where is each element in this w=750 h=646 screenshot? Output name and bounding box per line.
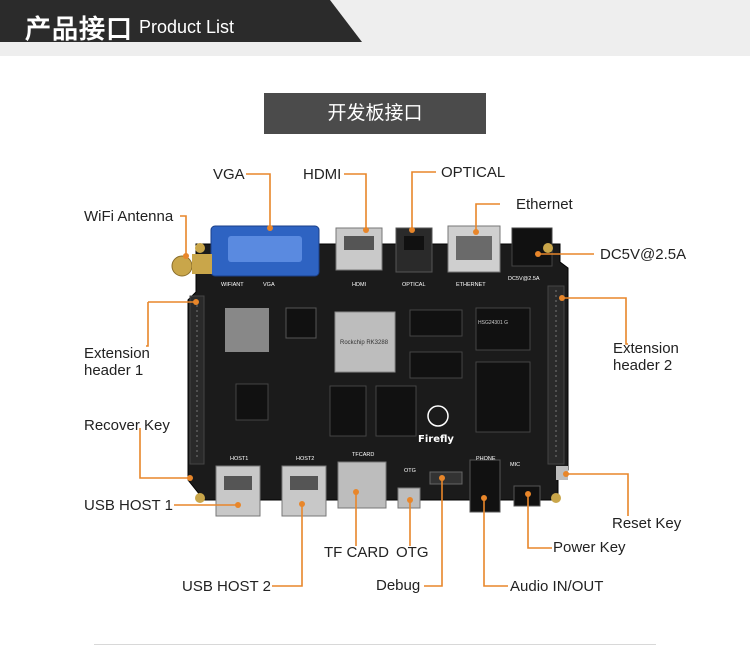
leader-reset bbox=[566, 473, 629, 516]
leader-ext1 bbox=[146, 302, 149, 347]
silk-dc: DC5V@2.5A bbox=[508, 276, 540, 282]
leader-optical bbox=[411, 171, 436, 230]
leader-debug bbox=[424, 478, 443, 587]
ram-chip-1 bbox=[409, 309, 463, 337]
ram-chip-2 bbox=[409, 351, 463, 379]
silk-otg: OTG bbox=[404, 468, 416, 474]
label-recover-key: Recover Key bbox=[84, 417, 170, 434]
mount-hole bbox=[195, 493, 205, 503]
pmu-chip bbox=[475, 307, 531, 351]
firefly-logo-icon bbox=[427, 405, 449, 427]
mount-hole bbox=[551, 493, 561, 503]
leader-hdmi bbox=[344, 173, 367, 230]
leader-wifi bbox=[180, 215, 187, 256]
label-wifi-antenna: WiFi Antenna bbox=[84, 208, 174, 225]
label-vga: VGA bbox=[213, 166, 245, 183]
label-dc-power: DC5V@2.5A bbox=[600, 246, 687, 263]
label-reset-key: Reset Key bbox=[612, 515, 682, 532]
chip-small-1 bbox=[285, 307, 317, 339]
silk-host1: HOST1 bbox=[230, 456, 248, 462]
label-debug: Debug bbox=[376, 577, 421, 594]
audio-jack bbox=[469, 459, 501, 513]
silk-ethernet: ETHERNET bbox=[456, 282, 486, 288]
silk-vga: VGA bbox=[263, 282, 275, 288]
leader-ethernet bbox=[475, 203, 500, 232]
emmc-chip bbox=[375, 385, 417, 437]
label-usb-host-1: USB HOST 1 bbox=[84, 497, 173, 514]
silk-hdmi: HDMI bbox=[352, 282, 367, 288]
silk-wifiant: WIFIANT bbox=[221, 282, 244, 288]
header-title-cn: 产品接口 bbox=[25, 15, 134, 45]
chip-left bbox=[235, 383, 269, 421]
debug-header bbox=[429, 471, 463, 485]
header-title-en: Product List bbox=[139, 17, 235, 37]
chip-right bbox=[475, 361, 531, 433]
mount-hole bbox=[543, 243, 553, 253]
section-title: 开发板接口 bbox=[264, 93, 486, 134]
header-bar: 产品接口 Product List bbox=[0, 0, 750, 56]
label-extension-2-line1: Extension bbox=[613, 340, 679, 357]
label-ethernet: Ethernet bbox=[516, 196, 573, 213]
leader-ext2 bbox=[562, 297, 628, 345]
label-extension-1-line2: header 1 bbox=[84, 362, 144, 379]
chip-id-label: HSG24301 G bbox=[478, 320, 508, 326]
leader-power bbox=[527, 494, 552, 549]
silk-tfcard: TFCARD bbox=[352, 452, 374, 458]
mount-hole bbox=[195, 243, 205, 253]
wifi-module bbox=[225, 308, 269, 352]
header-shape bbox=[0, 0, 362, 42]
usb-host-2-port bbox=[281, 465, 327, 517]
leader-recover bbox=[139, 428, 190, 479]
leader-vga bbox=[246, 173, 271, 228]
label-power-key: Power Key bbox=[553, 539, 626, 556]
label-tf-card: TF CARD bbox=[324, 544, 389, 561]
leader-audio bbox=[483, 498, 508, 587]
usb-host-1-port bbox=[215, 465, 261, 517]
soc-label: Rockchip RK3288 bbox=[340, 340, 389, 346]
wifi-antenna-connector bbox=[171, 255, 193, 277]
ram-chip-3 bbox=[329, 385, 367, 437]
label-usb-host-2: USB HOST 2 bbox=[182, 578, 271, 595]
footer-divider bbox=[94, 644, 656, 645]
silk-mic: MIC bbox=[510, 462, 520, 468]
silk-phone: PHONE bbox=[476, 456, 496, 462]
label-audio: Audio IN/OUT bbox=[510, 578, 604, 595]
silk-host2: HOST2 bbox=[296, 456, 314, 462]
label-optical: OPTICAL bbox=[441, 164, 506, 181]
leader-usb2 bbox=[272, 504, 303, 587]
label-extension-2-line2: header 2 bbox=[613, 357, 673, 374]
label-otg: OTG bbox=[396, 544, 429, 561]
tf-card-slot bbox=[337, 461, 387, 509]
silk-optical: OPTICAL bbox=[402, 282, 426, 288]
label-hdmi: HDMI bbox=[303, 166, 342, 183]
label-extension-1-line1: Extension bbox=[84, 345, 150, 362]
soc-chip bbox=[334, 311, 396, 373]
firefly-logo: Firefly bbox=[418, 434, 454, 445]
